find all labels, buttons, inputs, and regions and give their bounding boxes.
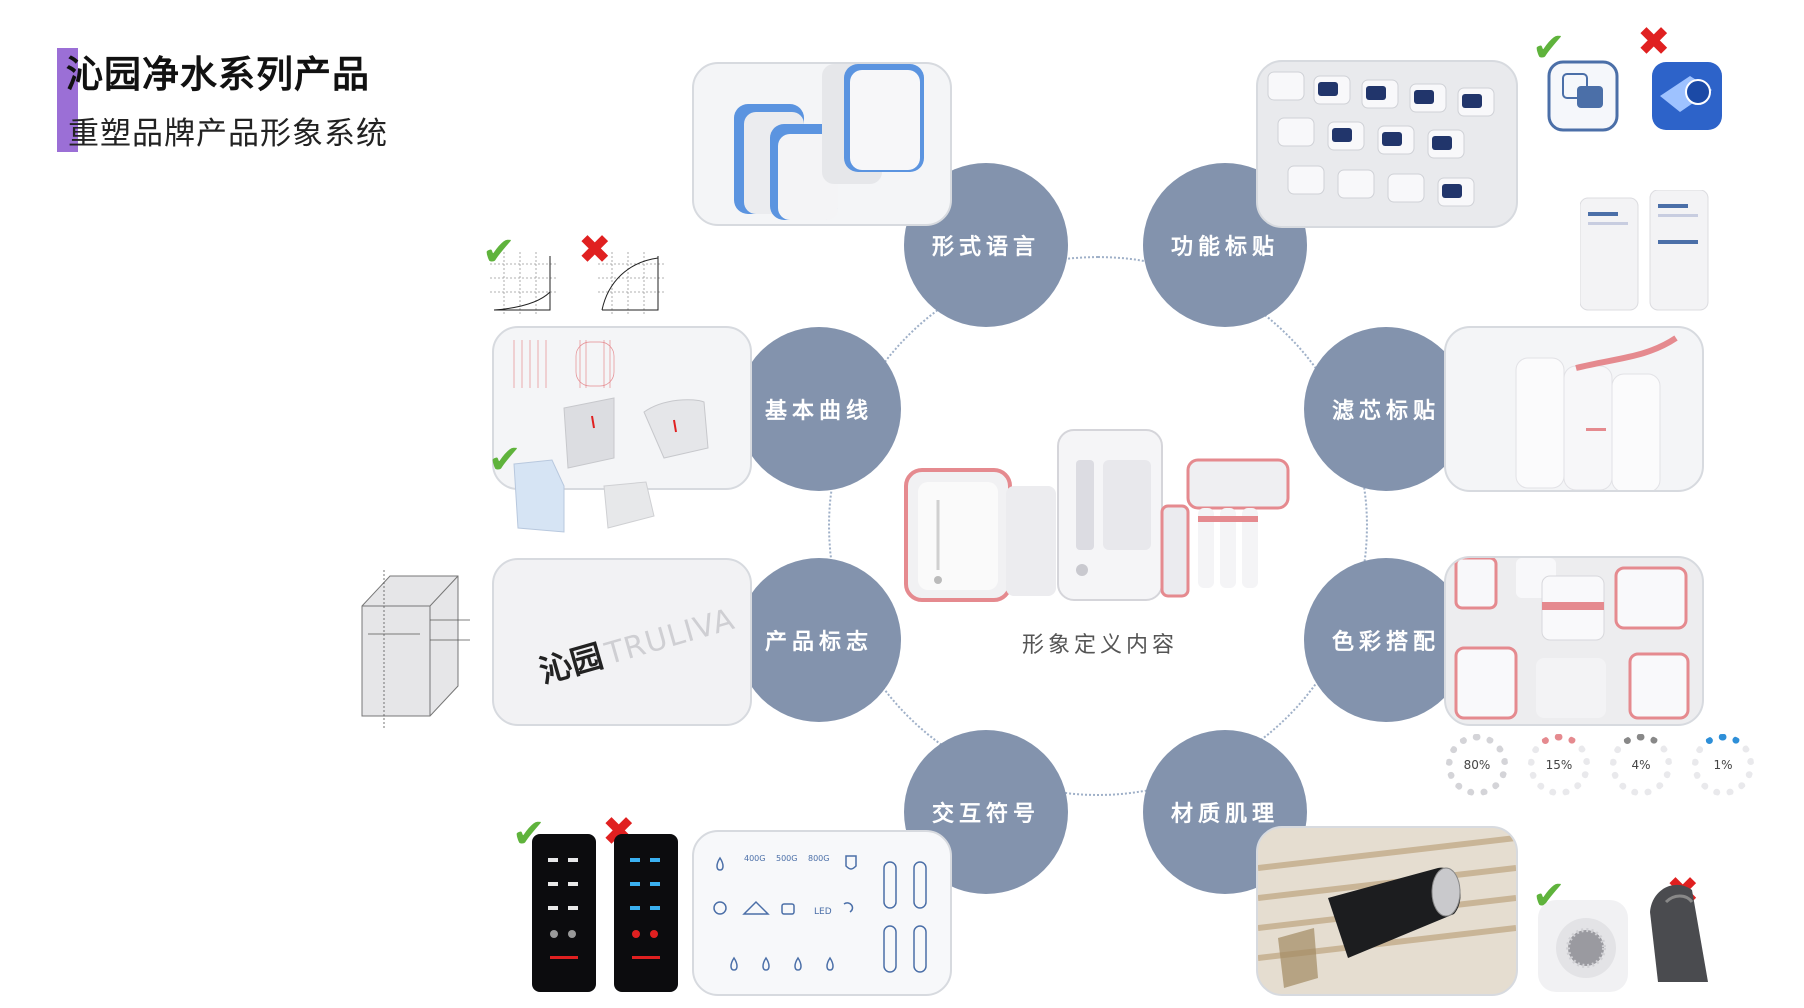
brand-logo: 沁园TRULIVA	[534, 593, 740, 693]
check-icon: ✔	[482, 229, 516, 275]
capacity-label: 500G	[776, 854, 798, 863]
curve-grid-wrong	[598, 252, 664, 314]
filter-label-samples	[1579, 189, 1710, 312]
material-sample-matte	[1538, 900, 1628, 992]
cross-icon: ✖	[578, 227, 612, 273]
ratio-value: 15%	[1545, 758, 1573, 772]
function-sticker-card	[1256, 60, 1518, 228]
page-title: 沁园净水系列产品	[66, 53, 370, 96]
node-label: 功能标贴	[1170, 235, 1279, 260]
capacity-label: 800G	[808, 854, 830, 863]
node-label: 产品标志	[764, 630, 873, 655]
node-basic-curve[interactable]: 基本曲线	[737, 327, 901, 491]
node-product-logo[interactable]: 产品标志	[737, 558, 901, 722]
color-ratio-ring: 15%	[1528, 734, 1590, 796]
ratio-value: 1%	[1713, 758, 1733, 772]
control-panel-wrong	[614, 834, 678, 992]
color-ratio-ring: 1%	[1692, 734, 1754, 796]
page-subtitle: 重塑品牌产品形象系统	[68, 116, 388, 152]
svg-text:LED: LED	[814, 907, 832, 917]
ratio-value: 4%	[1631, 758, 1651, 772]
node-label: 基本曲线	[764, 399, 873, 424]
node-label: 色彩搭配	[1331, 630, 1440, 655]
node-color-matching[interactable]: 色彩搭配	[1304, 558, 1468, 722]
color-ratio-ring: 4%	[1610, 734, 1672, 796]
center-products-image	[898, 420, 1308, 610]
color-matching-card	[1444, 556, 1704, 726]
cross-icon: ✖	[1637, 19, 1671, 65]
material-texture-card	[1256, 826, 1518, 996]
node-label: 滤芯标贴	[1331, 399, 1440, 424]
brand-logo-en: TRULIVA	[601, 601, 739, 673]
form-language-card	[692, 62, 952, 226]
title-accent-bar	[57, 48, 78, 152]
capacity-label: 400G	[744, 854, 766, 863]
curve-grid-correct	[490, 252, 556, 314]
material-sample-glossy	[1636, 872, 1712, 992]
brand-logo-cn: 沁园	[535, 636, 608, 691]
color-ratio-ring: 80%	[1446, 734, 1508, 796]
product-logo-card: 沁园TRULIVA	[492, 558, 752, 726]
node-label: 交互符号	[931, 802, 1040, 827]
node-label: 形式语言	[931, 235, 1040, 260]
filter-sticker-card	[1444, 326, 1704, 492]
ro-badge-correct	[1547, 60, 1619, 132]
node-label: 材质肌理	[1170, 802, 1279, 827]
center-label: 形象定义内容	[1021, 633, 1178, 658]
interaction-symbols-card: 400G 500G 800G LED	[692, 830, 952, 996]
orbit-ring	[828, 256, 1368, 796]
ratio-value: 80%	[1463, 758, 1491, 772]
control-panel-correct	[532, 834, 596, 992]
basic-curve-card	[492, 326, 752, 490]
ro-badge-wrong	[1650, 60, 1724, 132]
logo-dimension-diagram	[360, 570, 480, 730]
curve-shape-samples	[508, 456, 658, 536]
node-filter-sticker[interactable]: 滤芯标贴	[1304, 327, 1468, 491]
